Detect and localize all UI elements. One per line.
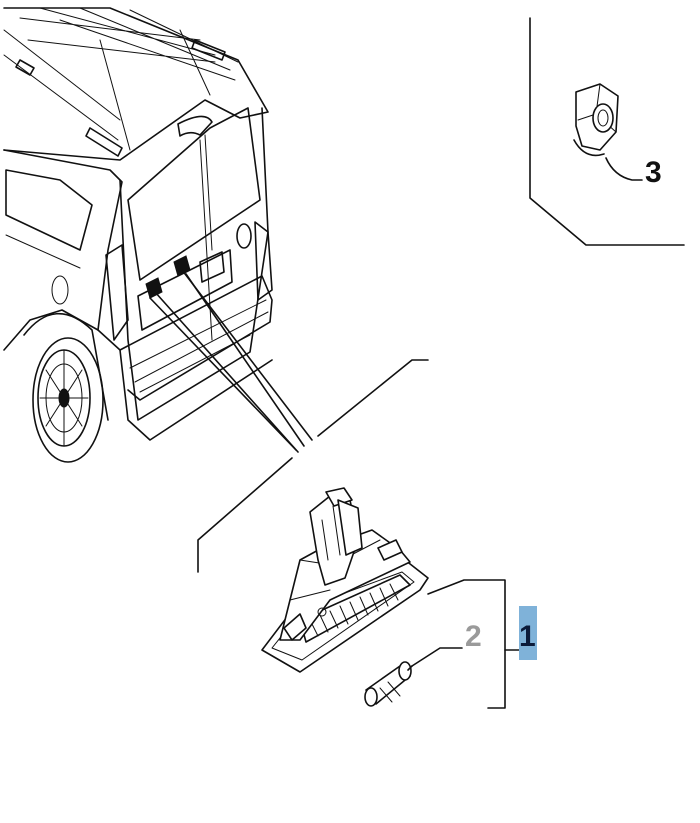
flange-nut	[573, 83, 619, 157]
callout-leaders	[411, 157, 643, 709]
callout-3[interactable]: 3	[645, 156, 662, 189]
detail-frame-lines	[197, 359, 429, 573]
callout-1[interactable]: 1	[519, 620, 536, 653]
festoon-bulb	[364, 661, 413, 707]
callout-2[interactable]: 2	[465, 620, 482, 653]
van-to-part-leaders	[149, 269, 313, 453]
nut-inset-frame	[529, 17, 685, 246]
van-illustration	[3, 7, 273, 463]
licence-plate-lamp	[261, 487, 429, 673]
callout-labels: 1 2 3	[465, 156, 662, 660]
callout-1-highlight	[519, 606, 537, 660]
